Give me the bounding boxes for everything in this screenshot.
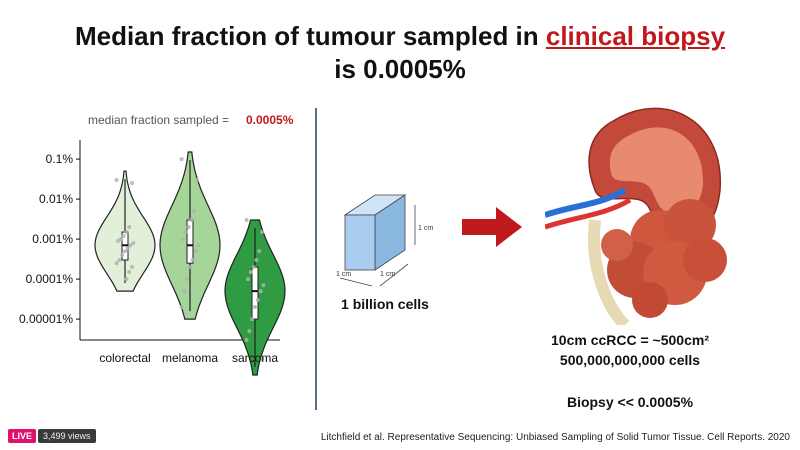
annotation-value: 0.0005% [246,113,294,127]
data-point-sarcoma [254,258,259,262]
title-suffix: is 0.0005% [334,54,466,84]
cube-diagram: 1 cm 1 cm 1 cm [330,190,460,320]
y-tick-label: 0.01% [39,192,73,206]
data-point-melanoma [189,218,194,222]
data-point-colorectal [124,230,129,235]
data-point-colorectal [114,261,119,266]
stream-info: LIVE 3,499 views [8,429,96,443]
view-count: 3,499 views [38,429,96,443]
biopsy-statement: Biopsy << 0.0005% [566,394,694,410]
data-point-sarcoma [244,218,249,222]
data-point-sarcoma [257,249,262,254]
tumour-mass [601,199,727,318]
data-point-colorectal [116,238,120,243]
data-point-colorectal [123,249,127,254]
citation: Litchfield et al. Representative Sequenc… [320,432,790,443]
annotation-label: median fraction sampled = [88,113,229,127]
y-tick-label: 0.0001% [26,272,74,286]
title-prefix: Median fraction of tumour sampled in [74,21,546,51]
slide-title: Median fraction of tumour sampled in cli… [0,20,800,86]
depth-dimension-line [379,263,409,287]
data-point-colorectal [128,243,133,248]
x-label-sarcoma: sarcoma [232,351,278,365]
data-point-colorectal [127,225,132,230]
data-point-melanoma [183,230,188,235]
x-label-colorectal: colorectal [99,351,150,365]
violin-chart: median fraction sampled = 0.0005% 0.1% 0.… [19,113,294,376]
data-point-sarcoma [261,283,266,288]
data-point-colorectal [131,240,136,245]
tumour-stats: 10cm ccRCC = ~500cm² 500,000,000,000 cel… [520,330,740,412]
kidney-tumour-illustration [545,107,727,325]
artery [545,197,632,230]
data-point-sarcoma [253,305,257,310]
data-point-colorectal [114,178,119,182]
data-point-melanoma [196,243,201,248]
data-point-melanoma [182,289,187,294]
data-point-melanoma [190,258,195,262]
data-point-colorectal [127,270,132,275]
data-point-melanoma [186,225,191,230]
data-point-sarcoma [246,277,250,282]
x-label-melanoma: melanoma [162,351,218,365]
data-point-sarcoma [260,230,264,235]
data-point-colorectal [121,233,126,238]
data-point-melanoma [193,249,198,254]
cube-front-face [344,214,376,271]
y-tick-label: 0.00001% [19,312,73,326]
data-point-melanoma [179,157,184,162]
data-point-colorectal [130,265,134,270]
data-point-melanoma [188,265,192,270]
vertical-divider [315,108,317,410]
data-point-sarcoma [247,329,252,334]
ureter [588,219,630,325]
stats-line-2: 500,000,000,000 cells [559,352,701,368]
data-point-melanoma [179,305,184,310]
data-point-sarcoma [248,270,253,275]
y-tick-label: 0.001% [32,232,73,246]
right-arrow-icon [462,207,522,247]
cube-svg: 1 cm 1 cm 1 cm [336,194,433,287]
width-label: 1 cm [336,271,351,278]
data-point-colorectal [120,253,125,258]
data-point-colorectal [130,181,134,186]
iqr-box-sarcoma [251,266,259,320]
data-point-colorectal [117,258,122,262]
title-highlight: clinical biopsy [545,21,726,51]
data-point-melanoma [185,277,190,282]
stats-line-1: 10cm ccRCC = ~500cm² [551,332,709,348]
data-point-sarcoma [260,357,264,362]
vein [545,187,627,218]
live-badge: LIVE [8,429,37,443]
data-point-sarcoma [244,338,249,342]
cube-caption: 1 billion cells [341,296,429,312]
data-point-melanoma [195,178,199,182]
data-point-colorectal [125,245,130,250]
kidney-inner [609,127,704,215]
depth-label: 1 cm [380,271,395,278]
data-point-colorectal [124,277,129,282]
data-point-sarcoma [250,317,255,322]
data-point-sarcoma [255,298,260,302]
data-point-sarcoma [251,265,256,270]
data-point-melanoma [181,237,185,242]
data-point-melanoma [192,209,197,214]
y-tick-label: 0.1% [46,152,74,166]
height-label: 1 cm [418,225,433,232]
data-point-sarcoma [258,289,263,294]
width-dimension-line [339,277,373,287]
